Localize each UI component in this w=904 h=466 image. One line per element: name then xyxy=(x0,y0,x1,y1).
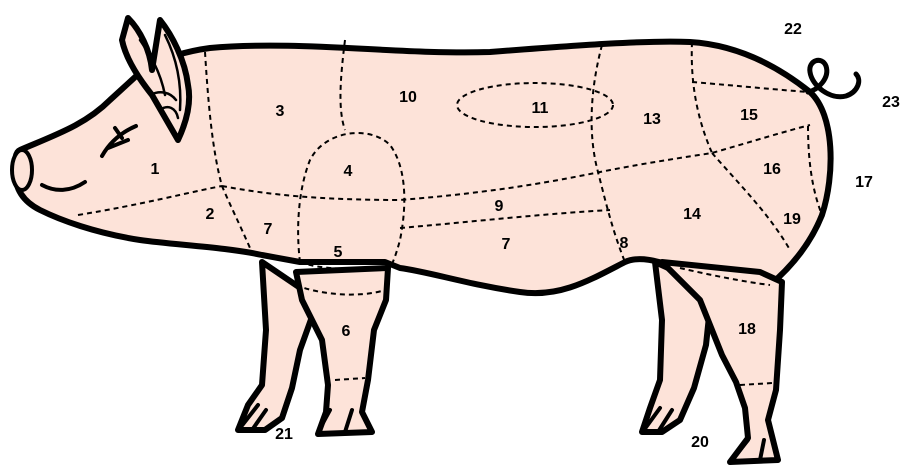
label-18: 18 xyxy=(738,321,756,338)
label-19: 19 xyxy=(783,211,801,228)
label-5: 5 xyxy=(334,244,343,261)
label-17: 17 xyxy=(855,174,873,191)
label-11: 11 xyxy=(532,100,549,117)
label-14: 14 xyxy=(683,206,701,223)
label-1: 1 xyxy=(151,161,160,178)
label-2: 2 xyxy=(206,206,215,223)
label-23: 23 xyxy=(882,94,900,111)
label-4: 4 xyxy=(344,163,353,180)
label-22: 22 xyxy=(784,21,802,38)
label-9: 9 xyxy=(495,198,504,215)
label-7-front: 7 xyxy=(264,221,273,238)
front-leg-near xyxy=(296,268,388,434)
snout xyxy=(12,150,32,190)
label-21: 21 xyxy=(275,426,293,443)
label-8: 8 xyxy=(620,235,629,252)
label-15: 15 xyxy=(740,107,758,124)
tail xyxy=(808,60,859,96)
label-7-belly: 7 xyxy=(502,236,511,253)
label-3: 3 xyxy=(276,103,285,120)
label-20: 20 xyxy=(691,434,709,451)
label-6: 6 xyxy=(342,323,351,340)
label-13: 13 xyxy=(643,111,661,128)
label-16: 16 xyxy=(763,161,781,178)
label-10: 10 xyxy=(399,89,417,106)
